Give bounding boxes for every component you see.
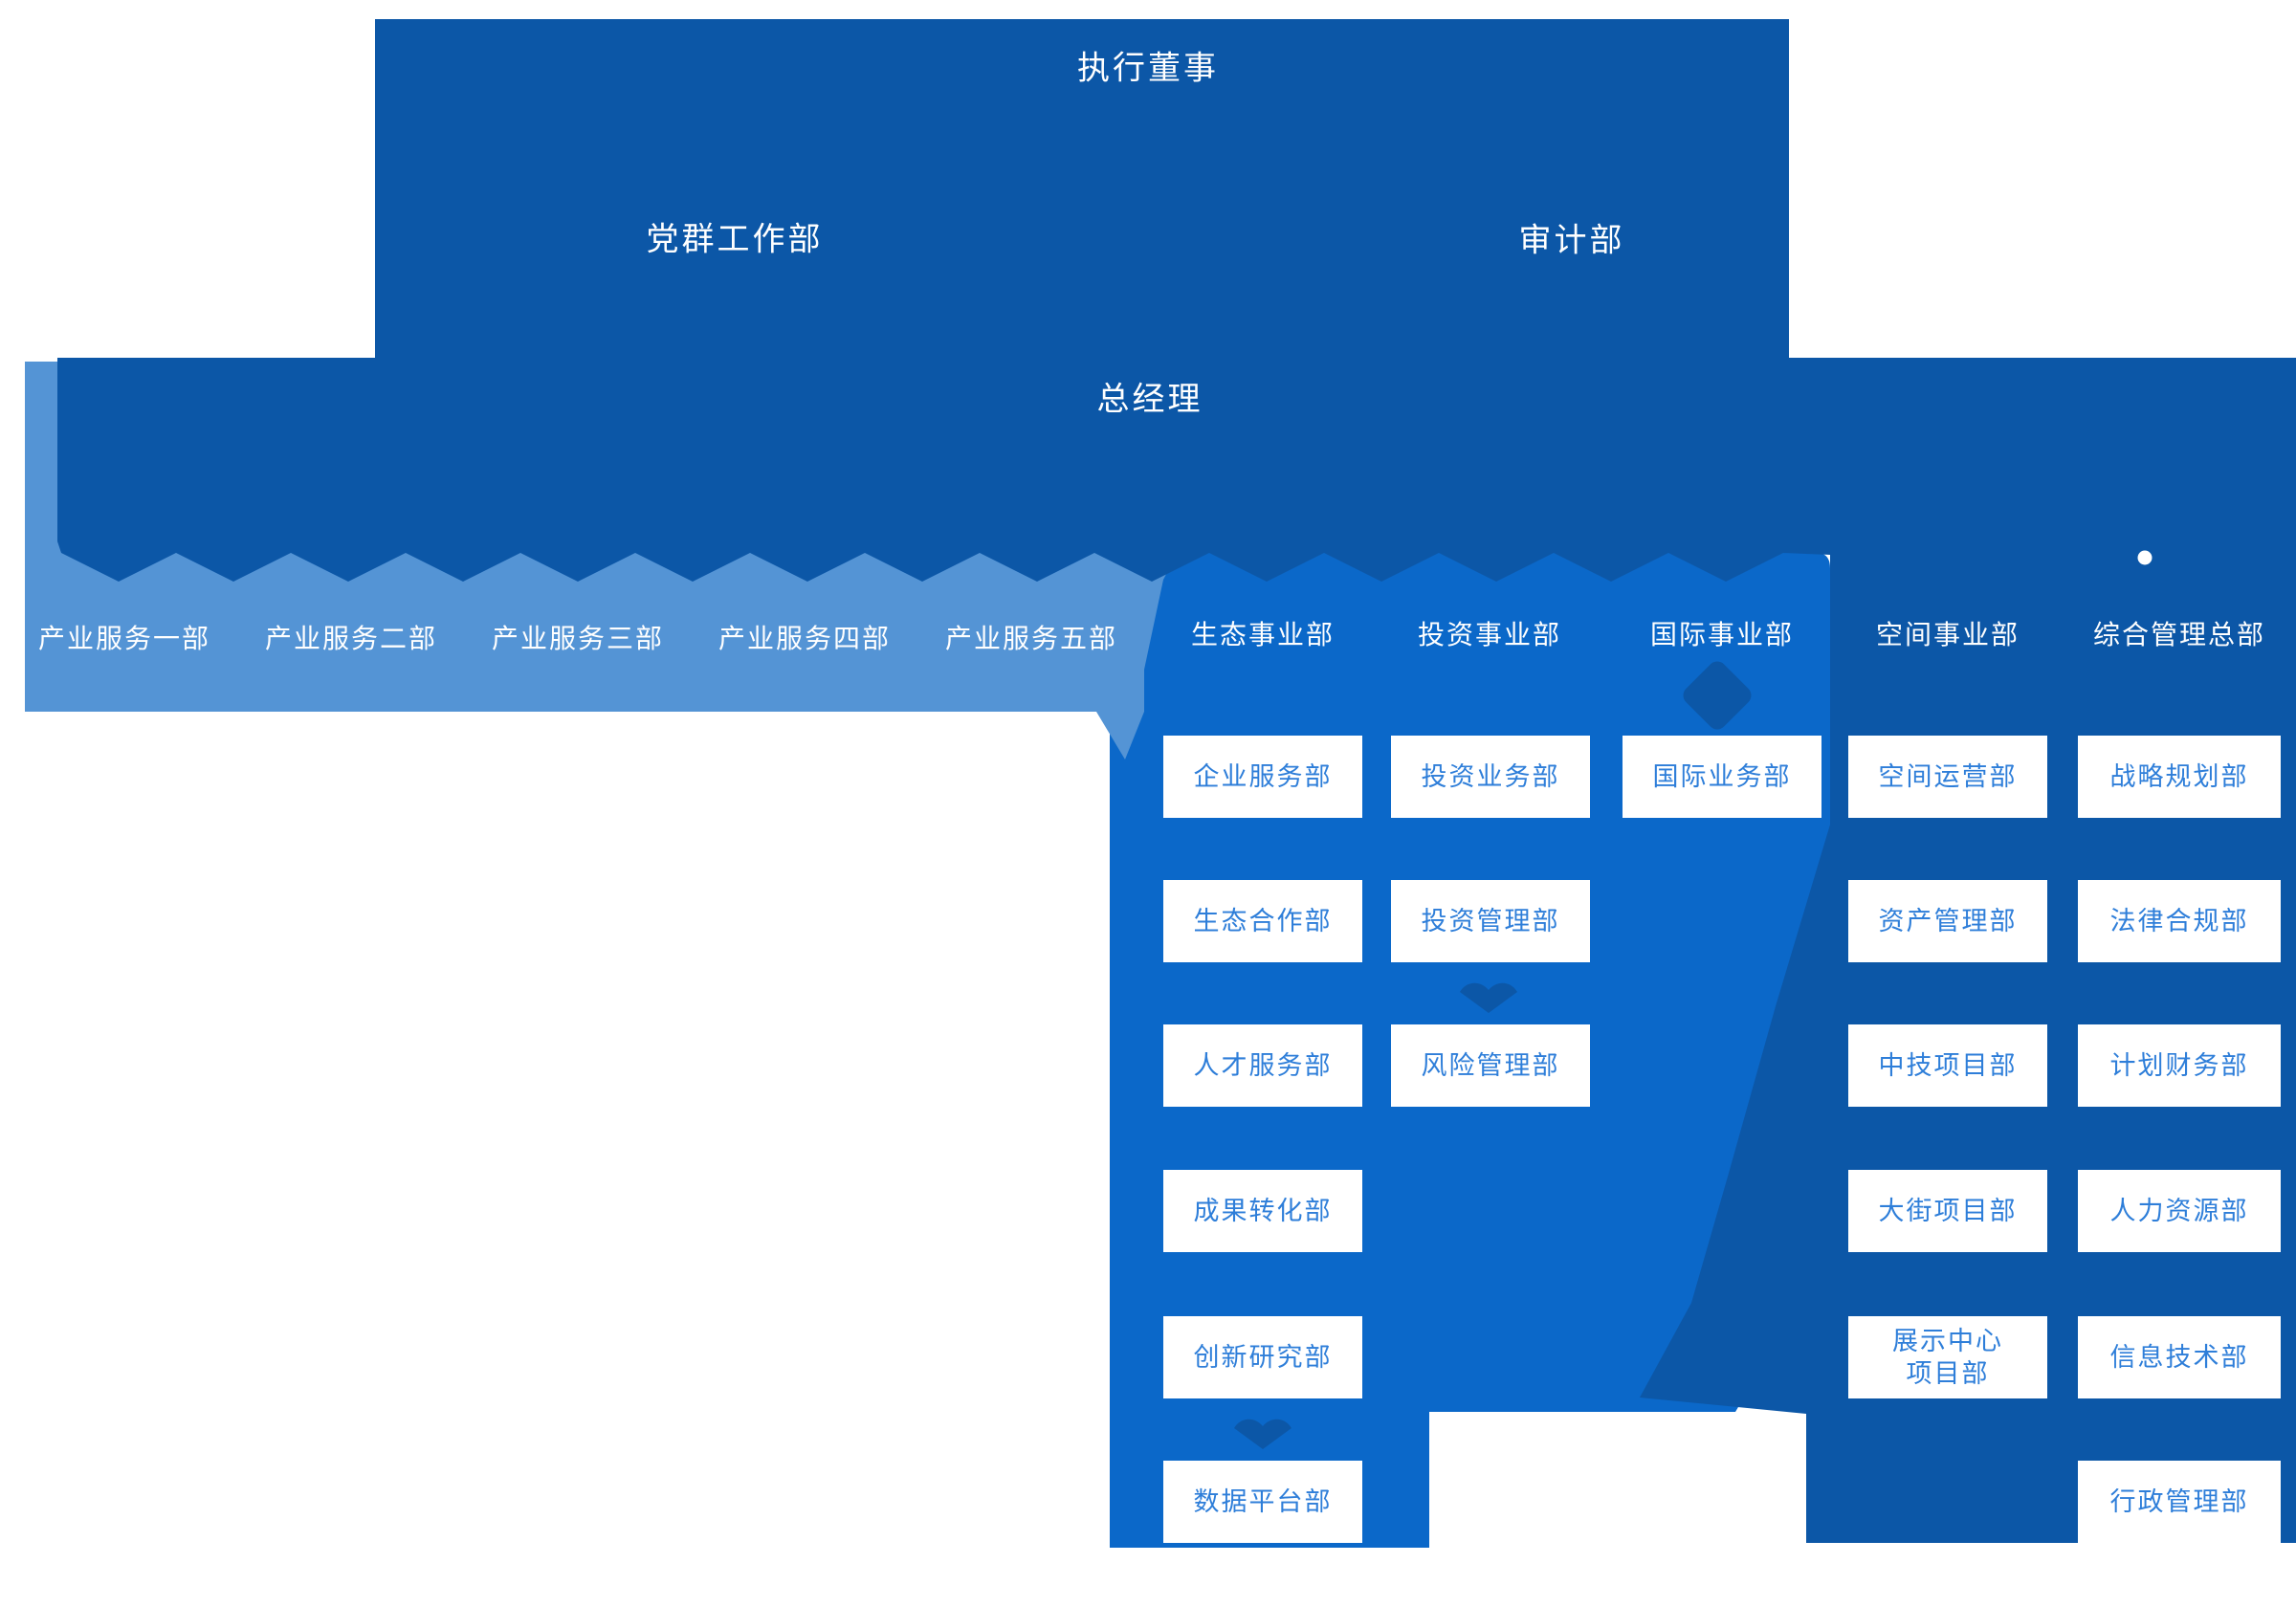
dept-box: 空间运营部	[1848, 736, 2047, 818]
dept-box: 法律合规部	[2078, 880, 2281, 962]
dept-box: 资产管理部	[1848, 880, 2047, 962]
column-admin-label: 综合管理总部	[2092, 620, 2266, 649]
dept-box: 展示中心 项目部	[1848, 1316, 2047, 1398]
industry-dept-4-label: 产业服务四部	[718, 624, 892, 653]
dept-box: 投资管理部	[1391, 880, 1590, 962]
column-space-label: 空间事业部	[1875, 620, 2020, 649]
dept-box: 计划财务部	[2078, 1024, 2281, 1107]
executive-director-title: 执行董事	[1077, 50, 1219, 87]
industry-dept-3-label: 产业服务三部	[491, 624, 665, 653]
dept-box: 人才服务部	[1163, 1024, 1362, 1107]
dept-box: 行政管理部	[2078, 1461, 2281, 1543]
ecosystem-down-arrow-decoration	[1234, 1419, 1292, 1449]
dept-box: 国际业务部	[1623, 736, 1821, 818]
industry-dept-2-label: 产业服务二部	[264, 624, 438, 653]
dept-box: 企业服务部	[1163, 736, 1362, 818]
audit-dept-label: 审计部	[1518, 222, 1625, 259]
column-international-label: 国际事业部	[1649, 620, 1795, 649]
industry-dept-5-label: 产业服务五部	[944, 624, 1118, 653]
dept-box: 风险管理部	[1391, 1024, 1590, 1107]
dept-box: 投资业务部	[1391, 736, 1590, 818]
executive-block-shape	[375, 19, 1789, 363]
industry-dept-1-label: 产业服务一部	[37, 624, 211, 653]
dept-box: 创新研究部	[1163, 1316, 1362, 1398]
general-manager-band-shape	[57, 358, 2296, 582]
right-section-shape	[1640, 421, 2296, 1543]
column-ecosystem-label: 生态事业部	[1190, 620, 1336, 649]
column-investment-label: 投资事业部	[1417, 620, 1562, 649]
dept-box: 人力资源部	[2078, 1170, 2281, 1252]
dept-box: 信息技术部	[2078, 1316, 2281, 1398]
dot-decoration	[2137, 550, 2152, 565]
party-work-dept-label: 党群工作部	[646, 221, 824, 258]
international-diamond-decoration	[1683, 661, 1752, 730]
invest-down-arrow-decoration	[1460, 982, 1517, 1013]
dept-box: 数据平台部	[1163, 1461, 1362, 1543]
general-manager-title: 总经理	[1096, 381, 1203, 418]
dept-box: 战略规划部	[2078, 736, 2281, 818]
dept-box: 中技项目部	[1848, 1024, 2047, 1107]
dept-box: 成果转化部	[1163, 1170, 1362, 1252]
dept-box: 大街项目部	[1848, 1170, 2047, 1252]
dept-box: 生态合作部	[1163, 880, 1362, 962]
